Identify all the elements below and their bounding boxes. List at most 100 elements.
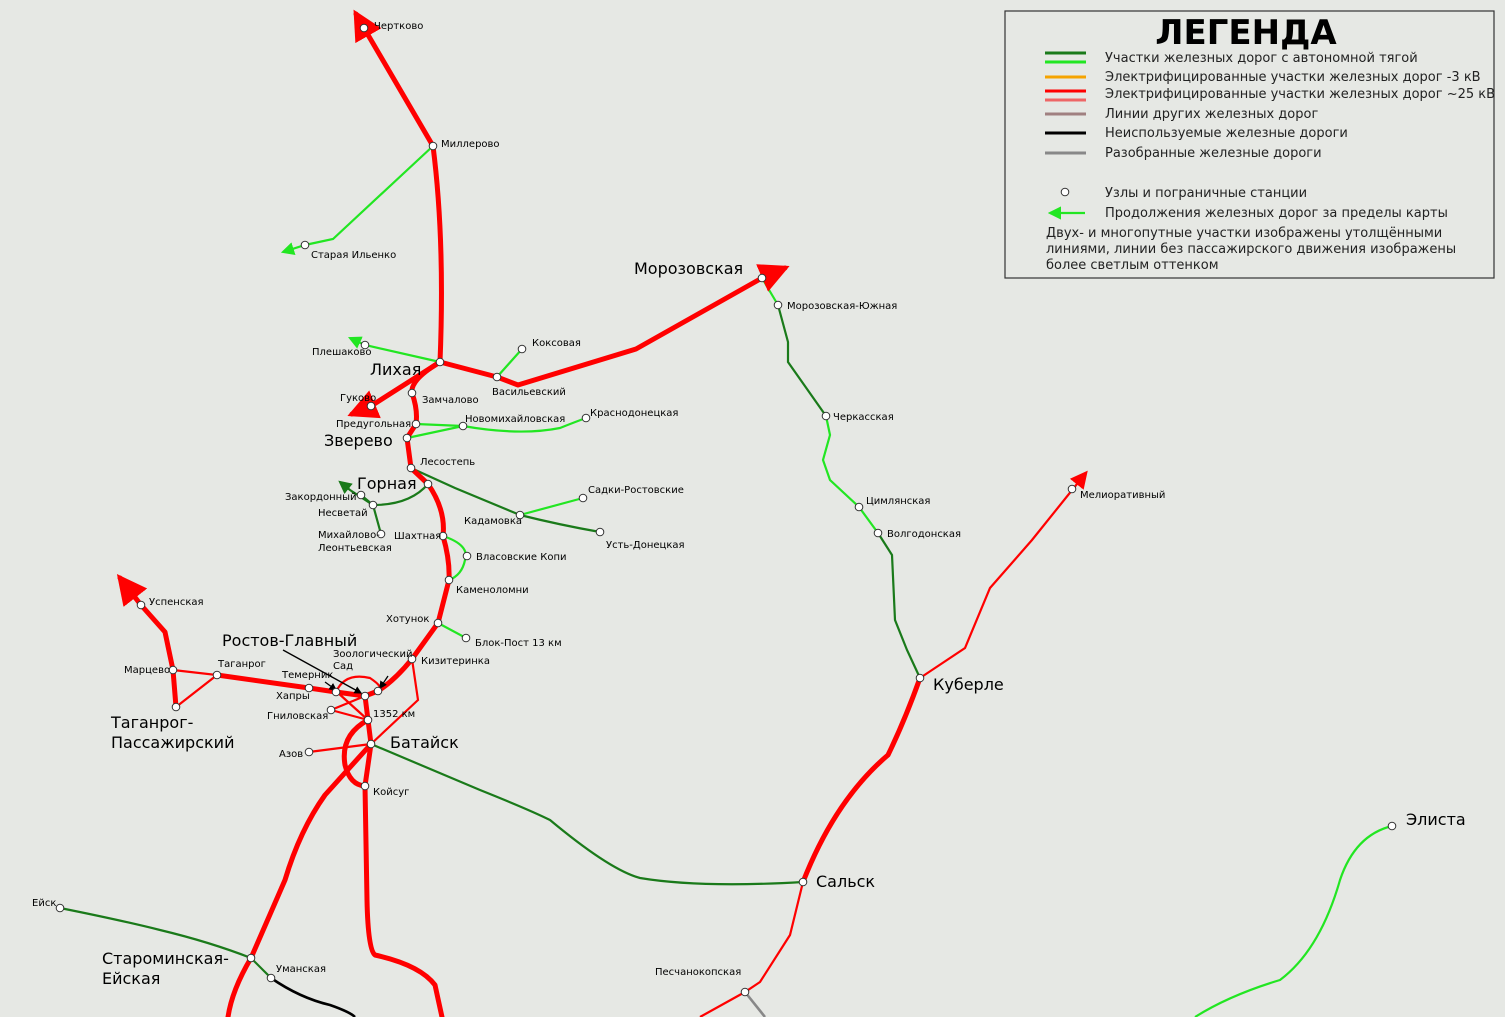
- station-node-millerovo[interactable]: [428, 141, 438, 151]
- label-ust-donetskaya: Усть-Донецкая: [606, 540, 685, 551]
- label-vasilevskiy: Васильевский: [492, 387, 566, 398]
- label-krasnodonetskaya: Краснодонецкая: [590, 408, 678, 419]
- station-node-azov[interactable]: [304, 747, 314, 757]
- label-khotunok: Хотунок: [386, 614, 429, 625]
- label-taganrog-pass-1: Таганрог-: [110, 713, 193, 732]
- station-node-umanskaya[interactable]: [266, 973, 276, 983]
- line-bataysk-koysug: [362, 741, 374, 789]
- station-node-starominskaya[interactable]: [246, 953, 256, 963]
- line-martsevo-uspenskaya: [116, 574, 176, 673]
- line-vasilevskiy-koksovaya: [496, 348, 523, 378]
- line-bataysk-salsk: [370, 742, 804, 886]
- station-node-gornaya[interactable]: [423, 479, 433, 489]
- station-node-rostov-glavnyy[interactable]: [360, 691, 370, 701]
- label-lesostep: Лесостепь: [420, 457, 475, 468]
- station-node-salsk[interactable]: [798, 877, 808, 887]
- legend-item-diesel: Участки железных дорог с автономной тяго…: [1105, 51, 1418, 66]
- label-zoo-1: Зоологический: [333, 649, 413, 660]
- station-node-likhaya[interactable]: [435, 357, 445, 367]
- station-node-vlasovskie[interactable]: [462, 551, 472, 561]
- legend-note-line-3: более светлым оттенком: [1046, 258, 1219, 273]
- station-node-bataysk[interactable]: [366, 739, 376, 749]
- station-node-1352[interactable]: [363, 715, 373, 725]
- station-node-koysug[interactable]: [360, 781, 370, 791]
- line-azov: [308, 742, 372, 754]
- station-node-meliorativnyy[interactable]: [1067, 484, 1077, 494]
- label-kiziterinka: Кизитеринка: [421, 656, 490, 667]
- label-uspenskaya: Успенская: [149, 597, 204, 608]
- station-node-vasilevskiy[interactable]: [492, 372, 502, 382]
- line-salsk-peschanokopskaya: [699, 881, 805, 1017]
- pointer-zoo: [379, 675, 389, 690]
- line-eysk-starominskaya: [59, 906, 252, 960]
- label-millerovo: Миллерово: [441, 139, 500, 150]
- station-node-chertkovo[interactable]: [359, 23, 369, 33]
- line-rostov-bataysk-west: [336, 691, 369, 721]
- station-node-tsimlyanskaya[interactable]: [854, 502, 864, 512]
- legend-item-dismantled: Разобранные железные дороги: [1105, 146, 1322, 161]
- line-morozovskaya-south: [761, 277, 779, 306]
- label-martsevo: Марцево: [124, 665, 170, 676]
- line-kuberle-meliorativnyy: [919, 470, 1088, 679]
- line-gnilovskaya-2: [330, 708, 369, 722]
- station-node-uspenskaya[interactable]: [136, 600, 146, 610]
- line-khotunok-blokpost: [437, 622, 467, 639]
- station-node-volgodonskaya[interactable]: [873, 528, 883, 538]
- station-node-ust-donetskaya[interactable]: [595, 527, 605, 537]
- station-node-pleshakovo[interactable]: [360, 340, 370, 350]
- label-starominskaya-2: Ейская: [102, 969, 160, 988]
- station-node-morozovskaya-yuzhnaya[interactable]: [773, 300, 783, 310]
- station-node-lesostep[interactable]: [406, 463, 416, 473]
- line-kuberle-salsk: [800, 675, 923, 885]
- station-node-shakhtnaya[interactable]: [438, 531, 448, 541]
- station-node-koksovaya[interactable]: [517, 344, 527, 354]
- station-node-temernik[interactable]: [331, 687, 341, 697]
- line-zverevo-krasnodonetskaya: [406, 416, 587, 440]
- label-elista: Элиста: [1406, 810, 1466, 829]
- station-node-zamchalovo[interactable]: [407, 388, 417, 398]
- label-starominskaya-1: Староминская-: [102, 949, 229, 968]
- station-node-staraya-ilenko[interactable]: [300, 240, 310, 250]
- label-novomikhaylovskaya: Новомихайловская: [465, 414, 565, 425]
- station-node-zoo[interactable]: [373, 686, 383, 696]
- station-node-khapry[interactable]: [304, 683, 314, 693]
- station-node-taganrog-pass[interactable]: [171, 702, 181, 712]
- station-node-sadki[interactable]: [578, 493, 588, 503]
- label-khapry: Хапры: [276, 691, 310, 702]
- station-node-krasnodonetskaya[interactable]: [581, 413, 591, 423]
- station-node-mikhaylovo[interactable]: [376, 529, 386, 539]
- station-node-gnilovskaya[interactable]: [326, 705, 336, 715]
- station-node-zakordonnyy[interactable]: [356, 490, 366, 500]
- station-node-kuberle[interactable]: [915, 673, 925, 683]
- line-kiziterinka: [370, 658, 420, 745]
- station-node-kadamovka[interactable]: [515, 510, 525, 520]
- label-kadamovka: Кадамовка: [464, 516, 522, 527]
- legend-note-line-2: линиями, линии без пассажирского движени…: [1046, 242, 1456, 257]
- station-node-elista[interactable]: [1387, 821, 1397, 831]
- label-likhaya: Лихая: [370, 360, 421, 379]
- label-shakhtnaya: Шахтная: [394, 531, 441, 542]
- station-node-blokpost[interactable]: [461, 633, 471, 643]
- label-peschanokopskaya: Песчанокопская: [655, 967, 741, 978]
- line-millerovo-ilenko: [280, 145, 434, 255]
- station-node-nesvetay[interactable]: [368, 500, 378, 510]
- station-node-eysk[interactable]: [55, 903, 65, 913]
- station-node-kamenolomni[interactable]: [444, 575, 454, 585]
- label-blokpost: Блок-Пост 13 км: [475, 638, 562, 649]
- station-node-peschanokopskaya[interactable]: [740, 987, 750, 997]
- station-node-predugolnaya[interactable]: [411, 419, 421, 429]
- line-bataysk-loop: [341, 717, 371, 789]
- station-node-cherkasskaya[interactable]: [821, 411, 831, 421]
- label-umanskaya: Уманская: [276, 964, 326, 975]
- station-node-kiziterinka[interactable]: [407, 654, 417, 664]
- station-node-zverevo[interactable]: [402, 433, 412, 443]
- line-elista: [1194, 824, 1393, 1017]
- station-node-morozovskaya[interactable]: [757, 273, 767, 283]
- station-labels: Чертково Миллерово Старая Ильенко Морозо…: [32, 21, 1466, 988]
- station-node-novomikhaylovskaya[interactable]: [458, 421, 468, 431]
- station-node-taganrog[interactable]: [212, 670, 222, 680]
- station-node-khotunok[interactable]: [433, 618, 443, 628]
- station-node-martsevo[interactable]: [168, 665, 178, 675]
- station-node-gukovo[interactable]: [366, 401, 376, 411]
- legend-item-unused: Неиспользуемые железные дороги: [1105, 126, 1348, 141]
